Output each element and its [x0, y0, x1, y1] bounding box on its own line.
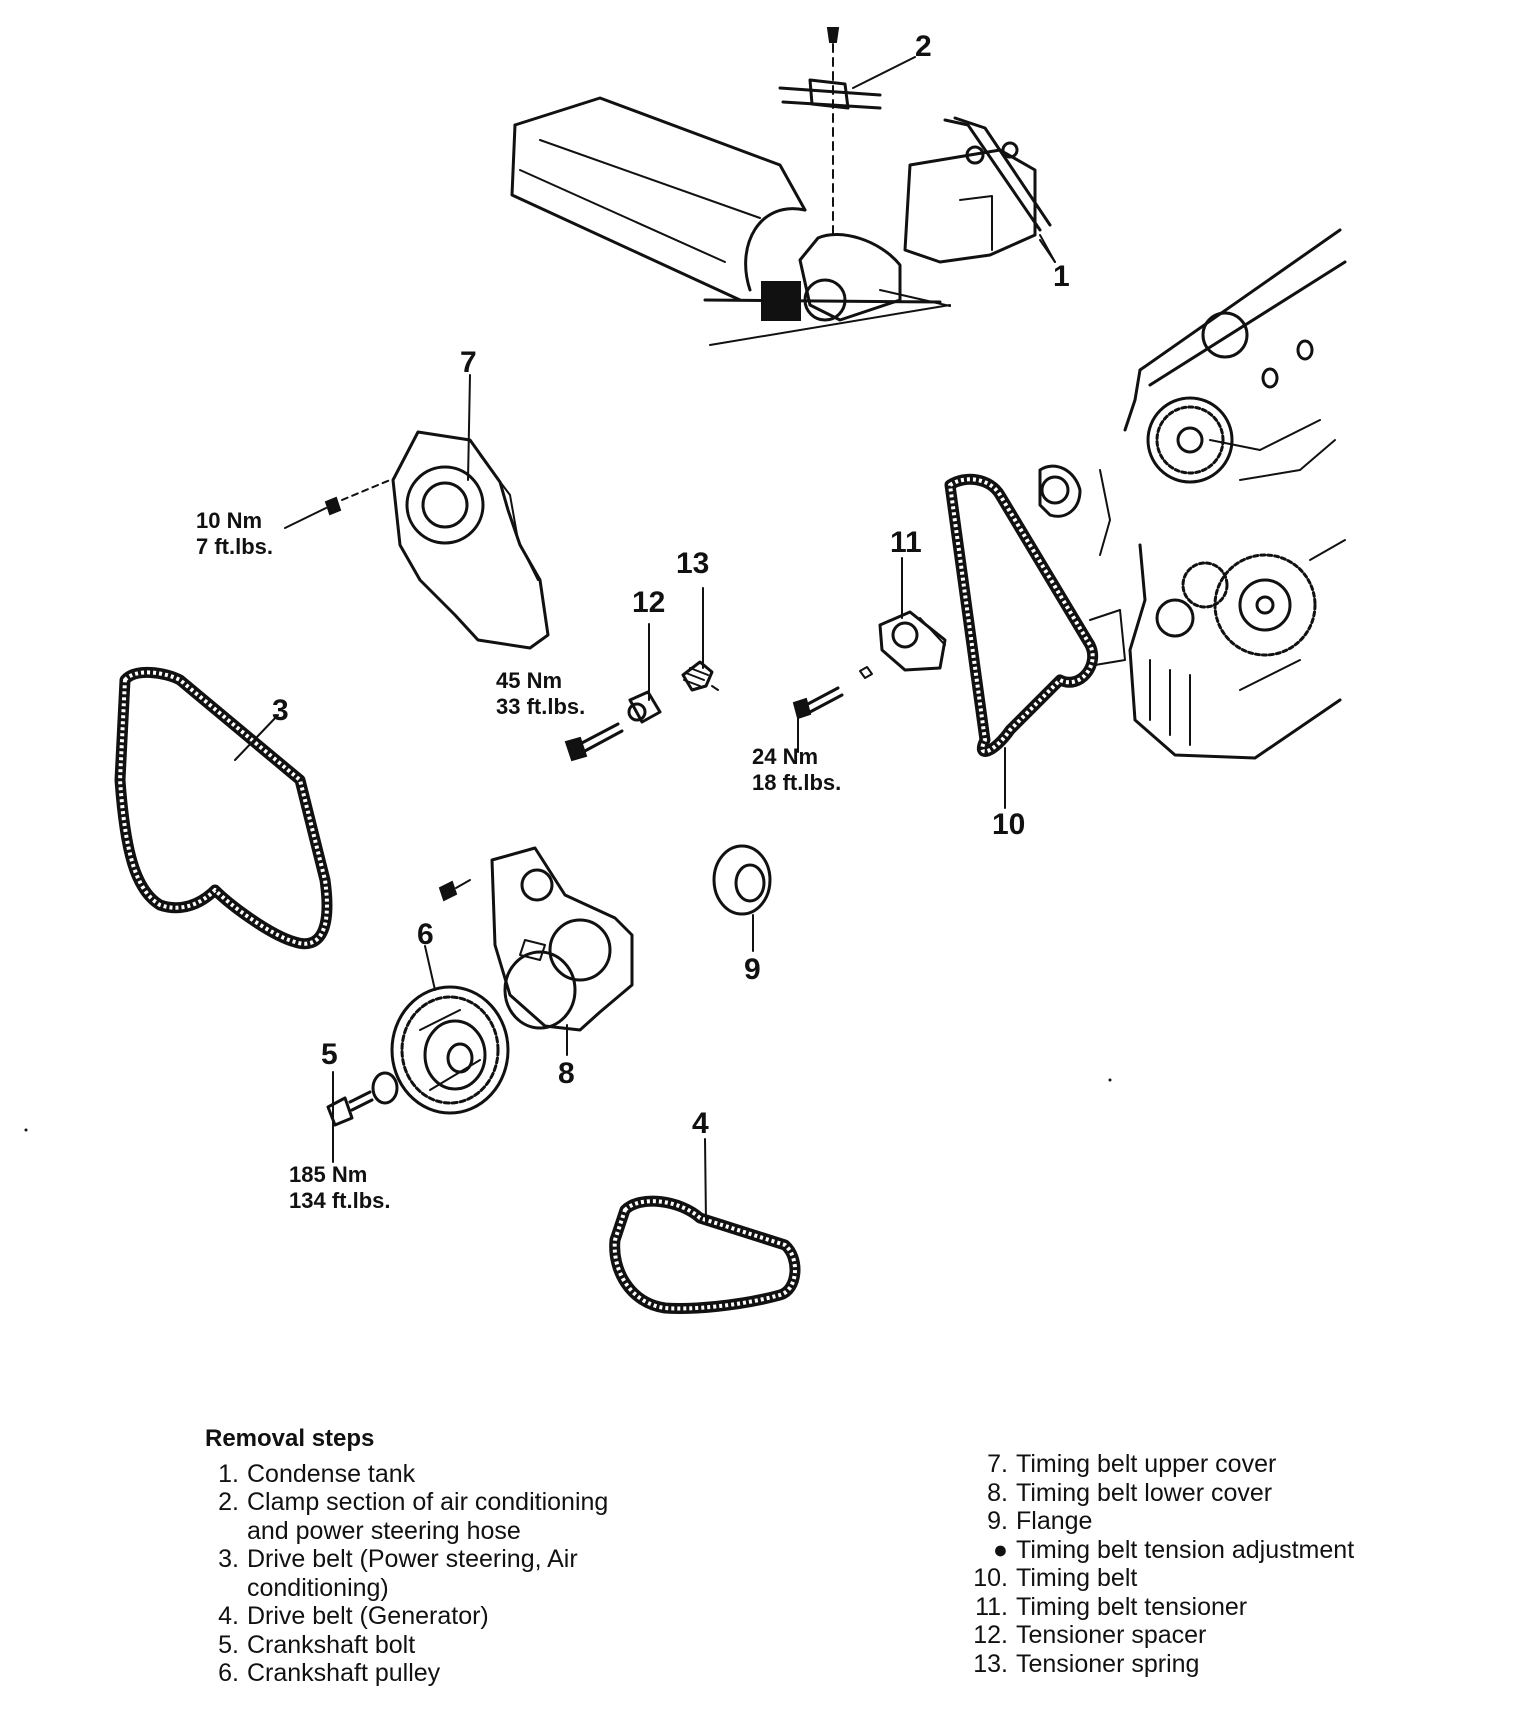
- leader-lines: [234, 56, 1056, 1223]
- legend-item: 6. Crankshaft pulley: [205, 1659, 608, 1688]
- legend-item-text: Flange: [1016, 1507, 1093, 1535]
- legend-item: 9. Flange: [960, 1507, 1354, 1536]
- callout-6: 6: [417, 918, 434, 951]
- legend-item-text: conditioning): [247, 1573, 389, 1602]
- legend-item-marker: 12.: [973, 1621, 1008, 1649]
- legend-item-text: Condense tank: [247, 1459, 416, 1488]
- legend-item-text: Tensioner spacer: [1016, 1621, 1207, 1649]
- callout-11: 11: [890, 526, 922, 559]
- flange: [712, 844, 772, 916]
- legend-item: 4. Drive belt (Generator): [205, 1602, 608, 1631]
- drive-belt-generator: [609, 1195, 801, 1314]
- crankshaft-pulley: [390, 985, 510, 1115]
- callout-numbers: 2 1 7 11 13 12 3 10 6 9 5 8 4: [272, 30, 1070, 1140]
- torque-tensioner-bolt-nm: 24 Nm: [752, 744, 818, 769]
- legend-item-marker: 4.: [218, 1602, 239, 1630]
- legend-item: 7. Timing belt upper cover: [960, 1450, 1354, 1479]
- legend-item: 11. Timing belt tensioner: [960, 1593, 1354, 1622]
- legend-item-marker: [205, 1574, 239, 1603]
- legend-item-text: Timing belt tensioner: [1016, 1592, 1248, 1621]
- callout-7: 7: [460, 346, 477, 379]
- legend-item-text: Tensioner spring: [1016, 1649, 1200, 1678]
- torque-spacer-bolt-ft: 33 ft.lbs.: [496, 694, 585, 719]
- torque-specs: 10 Nm 7 ft.lbs. 45 Nm 33 ft.lbs. 24 Nm 1…: [196, 508, 841, 1213]
- legend-item-marker: 10.: [973, 1564, 1008, 1592]
- condense-tank: [903, 116, 1056, 264]
- legend-item-marker: 11.: [975, 1592, 1008, 1621]
- torque-tensioner-bolt-ft: 18 ft.lbs.: [752, 770, 841, 795]
- legend-item-text: Crankshaft bolt: [247, 1630, 416, 1659]
- legend-item-continuation: conditioning): [205, 1574, 608, 1603]
- legend-left: Removal steps 1. Condense tank 2. Clamp sec…: [205, 1425, 608, 1688]
- torque-cover-bolt-ft: 7 ft.lbs.: [196, 534, 273, 559]
- callout-5: 5: [321, 1038, 338, 1071]
- legend-item-marker: 1.: [218, 1459, 239, 1488]
- legend-item: 2. Clamp section of air conditioning: [205, 1488, 608, 1517]
- legend-item-text: Clamp section of air conditioning: [247, 1488, 609, 1516]
- callout-12: 12: [632, 586, 665, 619]
- callout-8: 8: [558, 1057, 575, 1090]
- legend-item-text: Drive belt (Power steering, Air: [247, 1545, 578, 1573]
- engine-bay-upper: [510, 96, 951, 346]
- torque-spacer-bolt-nm: 45 Nm: [496, 668, 562, 693]
- legend-item: 8. Timing belt lower cover: [960, 1479, 1354, 1508]
- legend-item-marker: 9.: [987, 1507, 1008, 1535]
- legend-item: 3. Drive belt (Power steering, Air: [205, 1545, 608, 1574]
- legend-item-marker: 7.: [987, 1450, 1008, 1478]
- engine-block: [1038, 228, 1347, 760]
- torque-crankshaft-bolt-nm: 185 Nm: [289, 1162, 367, 1187]
- stray-mark: [24, 1128, 28, 1132]
- legend-item-text: Timing belt upper cover: [1016, 1450, 1277, 1478]
- legend-heading: Removal steps: [205, 1425, 375, 1452]
- torque-crankshaft-bolt-ft: 134 ft.lbs.: [289, 1188, 390, 1213]
- stray-mark: [1108, 1078, 1112, 1082]
- legend-item-marker: 2.: [218, 1488, 239, 1516]
- legend-item-text: Timing belt tension adjustment: [1016, 1535, 1355, 1564]
- tensioner-spring: [681, 660, 719, 692]
- legend-right-list: 7. Timing belt upper cover 8. Timing belt l…: [960, 1450, 1354, 1678]
- crankshaft-bolt: [326, 1071, 399, 1127]
- callout-3: 3: [272, 694, 289, 727]
- legend-item-text: Crankshaft pulley: [247, 1659, 441, 1687]
- legend-item-text: Timing belt lower cover: [1016, 1478, 1273, 1507]
- legend-item: 12. Tensioner spacer: [960, 1621, 1354, 1650]
- tensioner-spacer-bolt: [564, 722, 624, 762]
- drive-belt-ps-ac: [114, 667, 333, 950]
- legend-item: 13. Tensioner spring: [960, 1650, 1354, 1679]
- callout-9: 9: [744, 953, 761, 986]
- tensioner-spacer: [627, 690, 662, 724]
- callout-13: 13: [676, 547, 709, 580]
- legend-left-list: 1. Condense tank 2. Clamp section of air co…: [205, 1460, 608, 1688]
- timing-belt-tensioner: [792, 610, 947, 720]
- hose-clamp: [761, 27, 902, 322]
- callout-10: 10: [992, 808, 1025, 841]
- legend-item-marker: 13.: [973, 1649, 1008, 1678]
- legend-item-text: Timing belt: [1016, 1564, 1138, 1592]
- timing-belt-lower-cover: [438, 846, 634, 1032]
- legend-item-text: Drive belt (Generator): [247, 1602, 489, 1630]
- torque-cover-bolt-nm: 10 Nm: [196, 508, 262, 533]
- legend-item-continuation: and power steering hose: [205, 1517, 608, 1546]
- callout-2: 2: [915, 30, 932, 63]
- legend-right: 7. Timing belt upper cover 8. Timing belt l…: [960, 1450, 1354, 1678]
- legend-item: 1. Condense tank: [205, 1460, 608, 1489]
- legend-item: ● Timing belt tension adjustment: [960, 1536, 1354, 1565]
- legend-item-marker: 8.: [987, 1478, 1008, 1507]
- legend-item-marker: [205, 1517, 239, 1546]
- legend-item: 5. Crankshaft bolt: [205, 1631, 608, 1660]
- callout-4: 4: [692, 1107, 709, 1140]
- legend-item-text: and power steering hose: [247, 1516, 521, 1545]
- legend-item-marker: 6.: [218, 1659, 239, 1687]
- legend-item-marker: 3.: [218, 1545, 239, 1573]
- legend-item-marker: ●: [992, 1535, 1008, 1564]
- timing-belt-upper-cover: [324, 430, 550, 650]
- legend-item: 10. Timing belt: [960, 1564, 1354, 1593]
- legend-item-marker: 5.: [218, 1630, 239, 1659]
- timing-belt: [944, 473, 1099, 757]
- callout-1: 1: [1053, 260, 1070, 293]
